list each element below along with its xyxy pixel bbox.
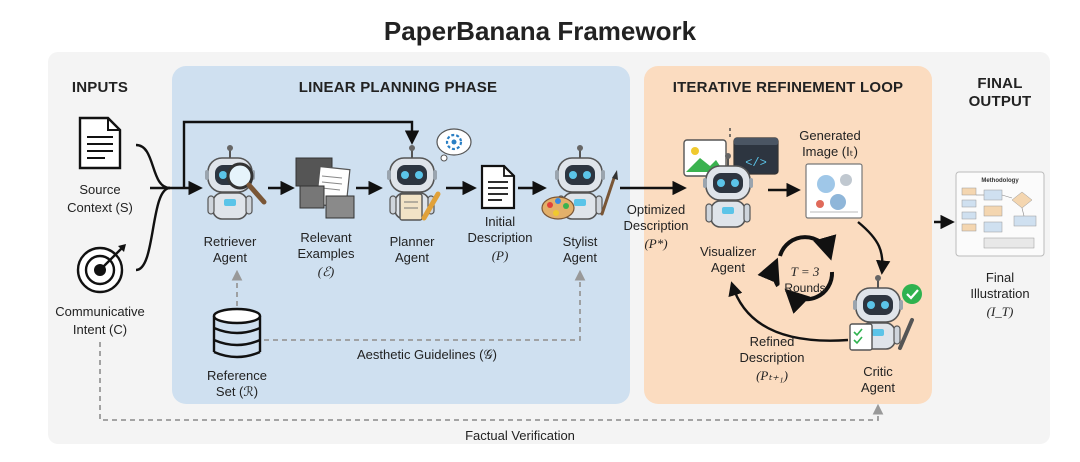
svg-text:Methodology: Methodology <box>981 178 1019 184</box>
initial-description-icon <box>480 164 516 210</box>
svg-text:</>: </> <box>745 156 767 170</box>
source-label-line1: Source <box>79 182 120 197</box>
linear-phase-panel <box>172 66 630 404</box>
linear-phase-heading: LINEAR PLANNING PHASE <box>299 79 497 96</box>
refined-label-line1: Refined <box>750 334 795 349</box>
planner-label-line2: Agent <box>395 250 429 265</box>
critic-label-line1: Critic <box>863 364 893 379</box>
arrow-skip-to-planner <box>182 120 420 188</box>
visualizer-label-line2: Agent <box>711 260 745 275</box>
initial-label-line3: (P) <box>492 248 509 263</box>
intent-label-line2: Intent (C) <box>73 322 127 337</box>
critic-robot <box>849 274 914 351</box>
factual-verification-label: Factual Verification <box>465 428 575 443</box>
inputs-heading: INPUTS <box>72 79 128 96</box>
examples-label-line2: Examples <box>297 246 355 261</box>
optimized-label-line1: Optimized <box>627 202 686 217</box>
code-window-icon: </> <box>733 137 779 175</box>
database-icon <box>212 307 262 359</box>
critic-label-line2: Agent <box>861 380 895 395</box>
source-label-line2: Context (S) <box>67 200 133 215</box>
refined-label-line3: (Pₜ₊₁) <box>756 368 788 383</box>
retriever-robot <box>204 144 267 220</box>
target-icon <box>76 244 126 294</box>
dashed-arrow-to-stylist <box>264 269 586 341</box>
planner-label-line1: Planner <box>390 234 435 249</box>
examples-label-line1: Relevant <box>300 230 352 245</box>
page-title: PaperBanana Framework <box>384 16 697 46</box>
generated-image-thumbnail <box>805 163 863 219</box>
retriever-label-line1: Retriever <box>204 234 257 249</box>
examples-stack-icon <box>295 157 355 219</box>
stylist-robot <box>541 144 618 220</box>
stylist-label-line2: Agent <box>563 250 597 265</box>
arrow-to-critic <box>857 221 891 275</box>
dashed-factual-verification-line <box>99 342 884 421</box>
reference-label-line1: Reference <box>207 368 267 383</box>
merge-line-bottom <box>135 186 171 272</box>
stylist-label-line1: Stylist <box>563 234 598 249</box>
aesthetic-guidelines-label: Aesthetic Guidelines (𝒢) <box>357 347 497 362</box>
rounds-label-line2: Rounds <box>784 281 825 295</box>
refined-label-line2: Description <box>739 350 804 365</box>
final-heading-line2: OUTPUT <box>969 93 1032 110</box>
refinement-cycle-icon <box>757 234 837 314</box>
final-heading-line1: FINAL <box>977 75 1022 92</box>
final-illustration-thumbnail: Methodology <box>955 171 1045 257</box>
final-label-line2: Illustration <box>970 286 1029 301</box>
reference-label-line2: Set (ℛ) <box>216 384 258 399</box>
iterative-phase-heading: ITERATIVE REFINEMENT LOOP <box>673 79 904 96</box>
arrow-refined-to-visualizer <box>728 281 849 342</box>
final-label-line3: (I_T) <box>987 304 1014 319</box>
visualizer-label-line1: Visualizer <box>700 244 757 259</box>
final-label-line1: Final <box>986 270 1014 285</box>
initial-label-line2: Description <box>467 230 532 245</box>
examples-label-line3: (ℰ) <box>318 264 335 279</box>
rounds-label-line1: T = 3 <box>791 264 820 279</box>
document-icon <box>78 116 122 170</box>
optimized-label-line3: (P*) <box>644 236 667 251</box>
initial-label-line1: Initial <box>485 214 515 229</box>
planner-robot <box>386 144 441 221</box>
optimized-label-line2: Description <box>623 218 688 233</box>
intent-label-line1: Communicative <box>55 304 145 319</box>
merge-line-top <box>135 143 171 190</box>
retriever-label-line2: Agent <box>213 250 247 265</box>
generated-label-line1: Generated <box>799 128 860 143</box>
thought-bubble-gear-icon <box>436 128 472 162</box>
check-badge-icon <box>902 284 922 304</box>
generated-label-line2: Image (Iₜ) <box>802 144 858 159</box>
